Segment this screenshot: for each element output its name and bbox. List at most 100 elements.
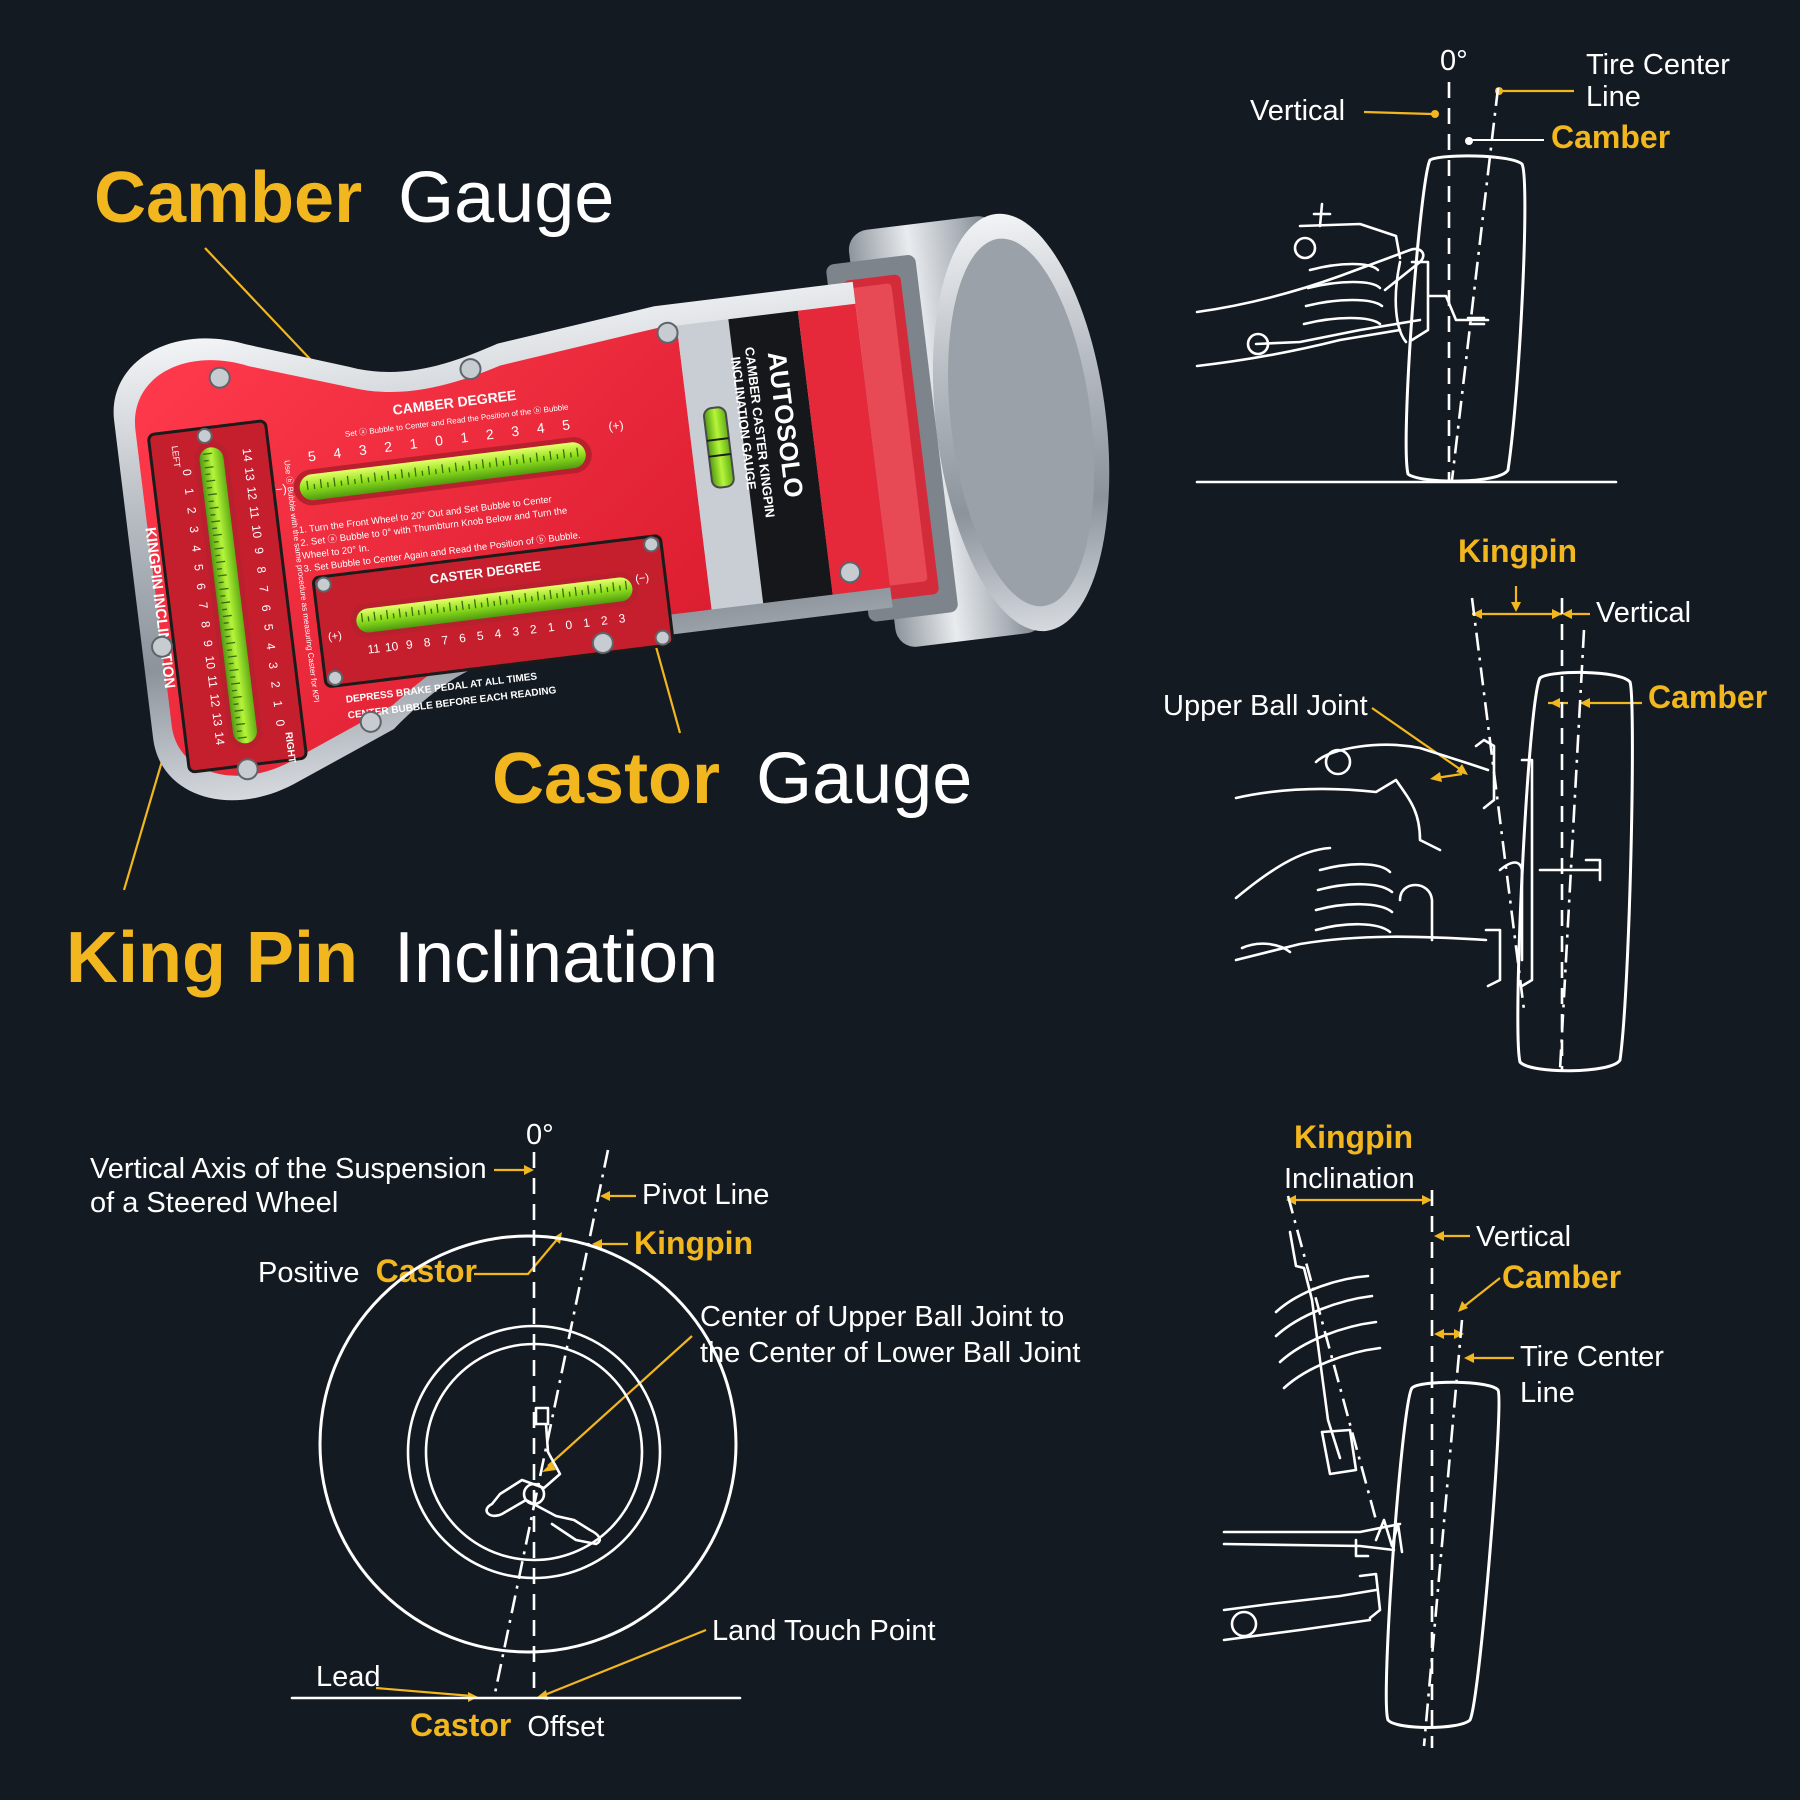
kpi-camber-label: Camber [1502, 1259, 1621, 1295]
castor-word: Castor [376, 1253, 477, 1289]
kingpin-right-number-4: 10 [249, 524, 265, 539]
kingpin-right-number-0: 14 [240, 447, 256, 462]
kpi-tire-center-2: Line [1520, 1377, 1575, 1409]
caster-scale-number-3: 8 [423, 635, 432, 650]
caster-tick-27 [530, 596, 533, 602]
caster-tick-6 [398, 608, 401, 618]
camber-scale-number-2: 3 [358, 441, 368, 458]
camber-gauge-highlight: Camber [94, 158, 362, 238]
kpi-vertical-label: Vertical [1476, 1221, 1571, 1253]
camber-tick-6 [346, 475, 350, 485]
kingpin-right-number-6: 8 [254, 566, 269, 575]
kingpin-tick-16 [216, 560, 226, 564]
kingpin-title-label: Kingpin [1458, 533, 1577, 569]
kingpin-camber-label: Camber [1648, 679, 1767, 715]
kingpin-tick-39 [235, 716, 241, 719]
camber-tick-33 [529, 457, 532, 463]
kpi-tire-center-line [1422, 1319, 1464, 1747]
caster-tick-30 [549, 589, 552, 600]
kingpin-left-number-9: 9 [201, 639, 216, 648]
caster-tick-25 [518, 597, 521, 603]
kingpin-tick-26 [224, 628, 234, 631]
caster-tick-13 [442, 607, 445, 613]
land-touch-point-label: Land Touch Point [712, 1615, 936, 1647]
caster-ticks [360, 580, 628, 623]
positive-word: Positive [258, 1257, 360, 1289]
castor-gauge-rest: Gauge [756, 739, 972, 819]
kingpin-tick-18 [217, 574, 227, 577]
camber-tick-22 [454, 462, 458, 472]
castor-rim-inner [424, 1342, 644, 1562]
kingpin-tick-23 [221, 608, 228, 611]
caster-tick-36 [587, 585, 590, 595]
camber-zero-deg: 0° [1440, 45, 1468, 77]
caster-tick-15 [455, 605, 458, 611]
caster-tick-20 [486, 597, 489, 607]
camber-tick-20 [441, 464, 444, 474]
caster-tick-37 [593, 588, 596, 594]
kingpin-tick-17 [216, 567, 223, 570]
brand-label [728, 310, 833, 604]
camber-vertical-label: Vertical [1250, 95, 1345, 127]
vertical-axis-label-2: of a Steered Wheel [90, 1187, 338, 1219]
caster-scale-number-0: 11 [367, 641, 381, 656]
kpi-kingpin-label: Kingpin [1294, 1119, 1413, 1155]
caster-tick-29 [543, 594, 546, 600]
kingpin-left-number-3: 3 [187, 525, 202, 534]
camber-scale-number-0: 5 [307, 448, 317, 465]
castor-rim-outer [406, 1324, 662, 1580]
caster-tick-23 [505, 599, 508, 605]
caster-tick-18 [473, 599, 477, 609]
screws [151, 321, 862, 781]
caster-tick-10 [423, 605, 427, 615]
camber-label: Camber [1551, 119, 1670, 155]
caster-scale-number-5: 6 [458, 631, 467, 646]
camber-tick-26 [481, 459, 485, 469]
caster-tick-1 [367, 616, 370, 622]
kingpin-left-number-12: 12 [207, 693, 223, 708]
camber-gauge-title: Camber Gauge [94, 158, 614, 238]
kpi-suspension [1222, 1230, 1404, 1642]
camber-tick-7 [353, 478, 356, 485]
kingpin-left-number-6: 6 [194, 582, 209, 591]
kingpin-tire-center-line [1558, 629, 1586, 1071]
kingpin-right-number-8: 6 [259, 604, 274, 613]
caster-plus: (+) [327, 630, 342, 644]
camber-tire-center-1: Tire Center [1586, 49, 1730, 81]
caster-tick-11 [430, 608, 433, 614]
kingpin-tick-4 [206, 479, 216, 483]
caster-tick-2 [373, 611, 376, 621]
caster-scale-number-8: 3 [512, 624, 521, 639]
caster-tick-40 [612, 582, 615, 592]
center-vial [703, 406, 735, 489]
camber-tick-4 [333, 477, 336, 487]
caster-scale-number-14: 3 [618, 611, 627, 626]
kingpin-left-number-13: 13 [210, 712, 226, 727]
caster-tick-33 [568, 591, 571, 597]
kingpin-left-number-11: 11 [205, 674, 220, 688]
kingpin-tick-19 [218, 581, 224, 584]
caster-scale-number-7: 4 [494, 626, 503, 641]
castor-kingpin-label: Kingpin [634, 1225, 753, 1261]
camber-tick-23 [461, 465, 464, 471]
camber-scale-number-3: 2 [383, 438, 393, 455]
camber-tick-11 [380, 475, 383, 481]
caster-tick-0 [360, 613, 364, 623]
kingpin-tick-31 [228, 662, 234, 665]
caster-scale-number-2: 9 [405, 637, 414, 652]
camber-tick-19 [434, 469, 437, 475]
caster-tick-22 [499, 596, 502, 606]
caster-scale-number-10: 1 [547, 620, 556, 635]
camber-scale-number-7: 2 [485, 426, 495, 443]
caster-scale-number-11: 0 [565, 618, 574, 633]
kingpin-axis-line [1470, 597, 1526, 1011]
castor-gauge-title: Castor Gauge [492, 739, 972, 819]
camber-tick-32 [522, 454, 525, 464]
kingpin-tick-40 [236, 722, 246, 726]
kpi-diagram: Kingpin Inclination Vertical Camber Tire… [1222, 1119, 1664, 1748]
vertical-axis-label-1: Vertical Axis of the Suspension [90, 1153, 487, 1185]
kingpin-tick-15 [215, 554, 221, 557]
kingpin-right-number-11: 3 [266, 661, 281, 670]
camber-tick-16 [414, 467, 417, 477]
